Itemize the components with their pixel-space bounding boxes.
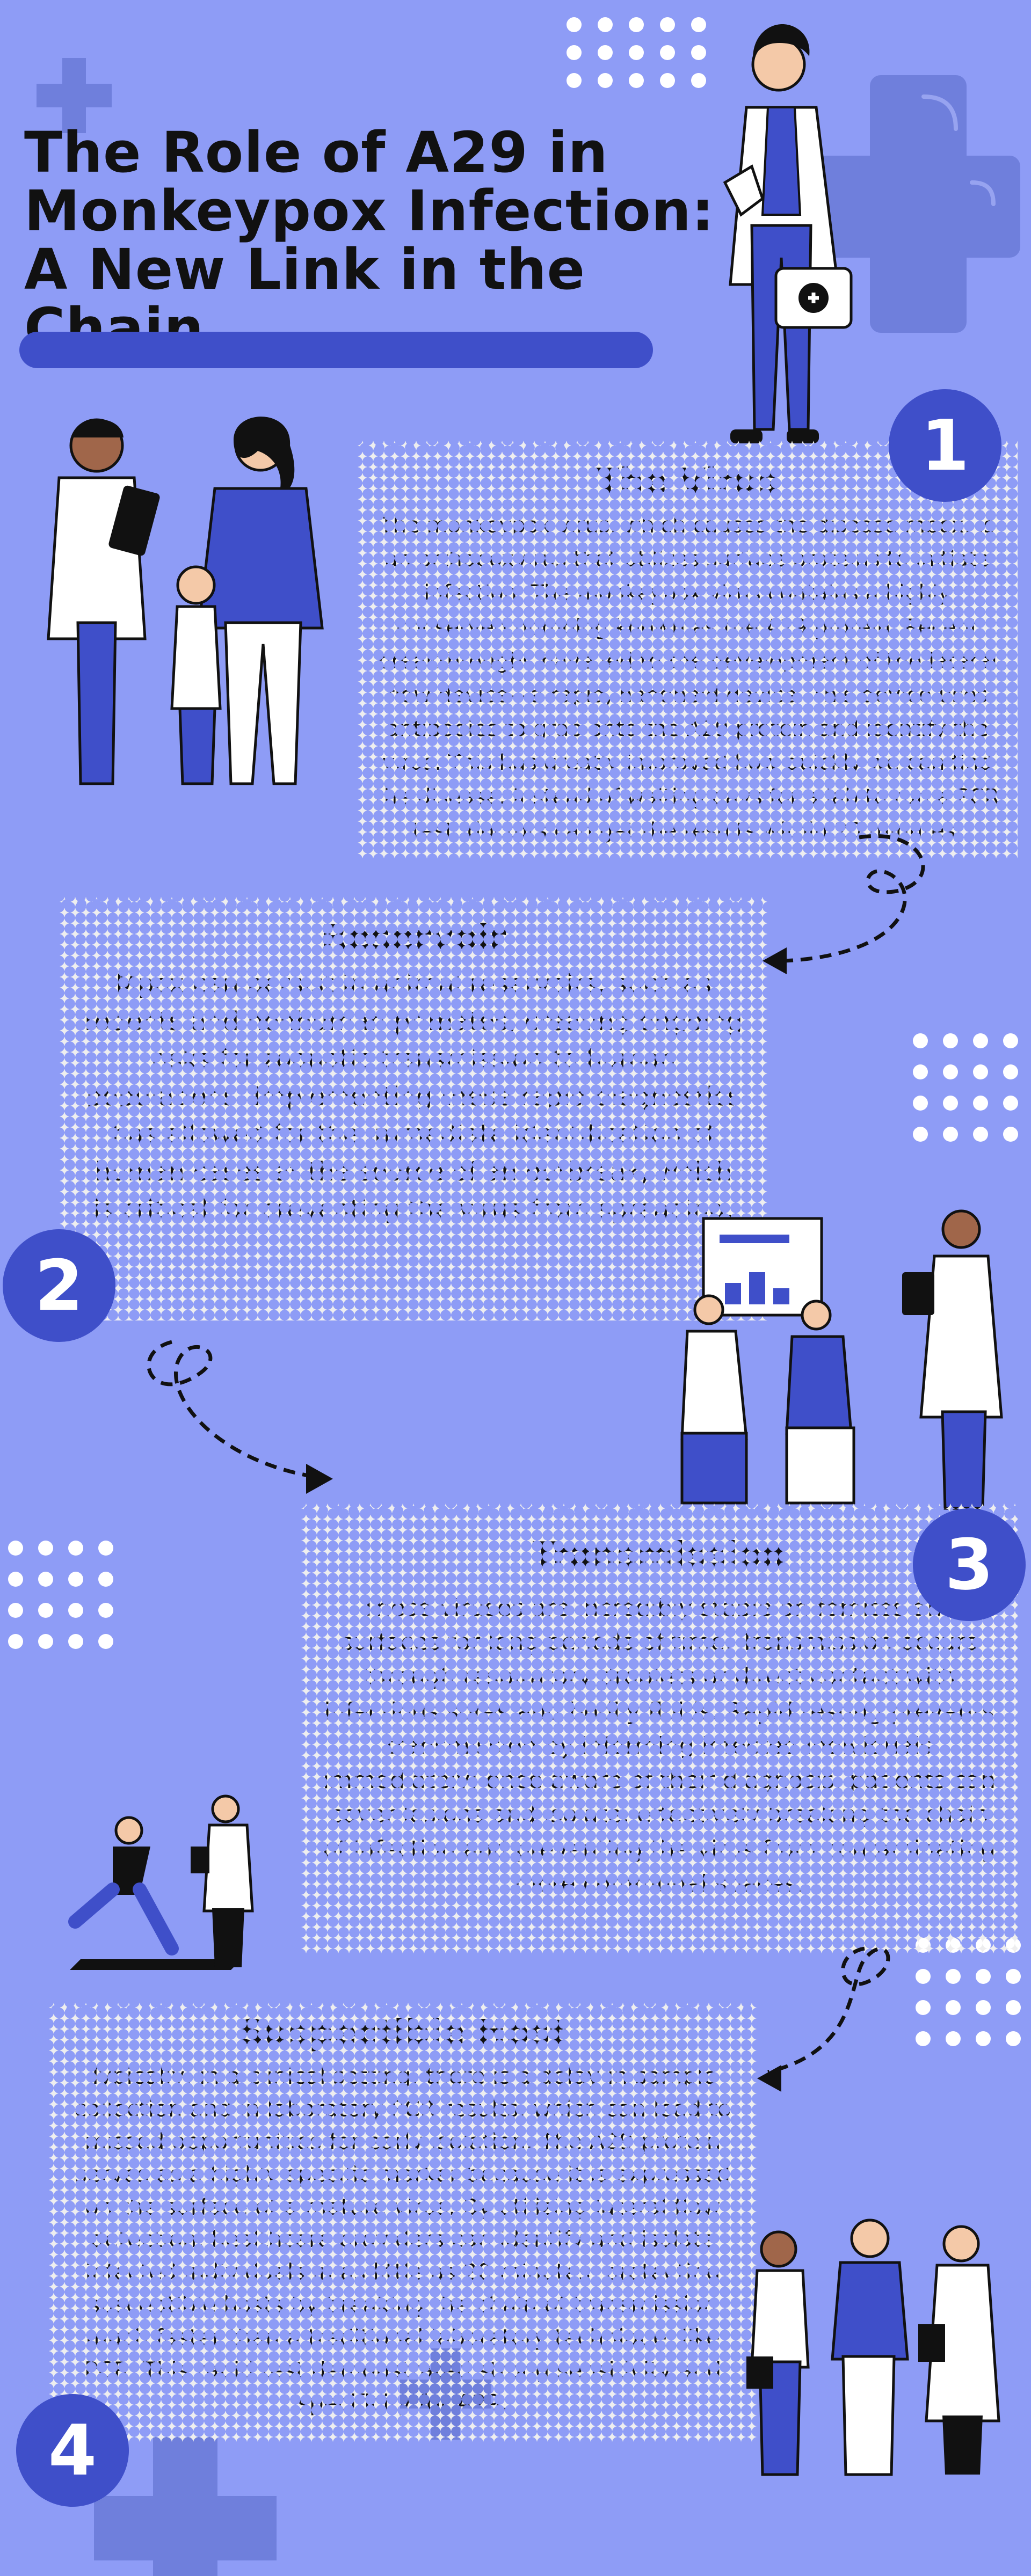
plus-cross-icon (37, 58, 112, 133)
dot-grid (567, 17, 706, 88)
dashed-arrow (763, 834, 925, 974)
dot-grid (916, 1938, 1021, 2046)
dot-grid (913, 1033, 1018, 1142)
section-number-badge: 4 (16, 2394, 129, 2507)
section-number-badge: 2 (3, 1229, 115, 1342)
seminar-illustration (680, 1209, 1003, 1510)
section-heading: The Virus (596, 462, 779, 501)
doctor-family-illustration (47, 417, 324, 785)
section-body: The monkeypox virus, which causes the di… (375, 513, 1000, 843)
large-cross-icon (816, 75, 1020, 333)
section-card-virus: The Virus The monkeypox virus, which cau… (357, 440, 1018, 859)
title-underline-bar (19, 332, 653, 368)
doctor-illustration (723, 24, 853, 443)
section-heading: Reservoir (321, 918, 506, 958)
dot-grid (8, 1541, 113, 1649)
section-number-badge: 3 (913, 1508, 1026, 1621)
section-card-reservoir: Reservoir Mpox can persist in animal res… (59, 896, 768, 1320)
page-title: The Role of A29 in Monkeypox Infection: … (24, 123, 722, 358)
section-body: Mpox can persist in animal reservoirs, s… (84, 969, 743, 1225)
large-cross-icon (94, 2437, 277, 2576)
section-heading: Suspectible Host (239, 2013, 567, 2053)
treadmill-illustration (68, 1794, 254, 1970)
dashed-arrow (757, 1946, 890, 2092)
title-line-3: A New Link in the Chain (24, 237, 586, 361)
section-number-badge: 1 (889, 389, 1001, 502)
dashed-arrow (147, 1340, 333, 1494)
section-card-susceptible-host: Suspectible Host Typically, in a clinica… (48, 2002, 757, 2442)
section-heading: Transmission (532, 1535, 786, 1575)
title-line-1: The Role of A29 in (24, 120, 608, 185)
section-body: Typically, in a clinical setting, there … (74, 2063, 731, 2416)
title-line-2: Monkeypox Infection: (24, 178, 715, 244)
section-card-transmission: Transmission These viruses are incredibl… (301, 1503, 1018, 1954)
healthcare-team-illustration (746, 2219, 1000, 2476)
section-body: These viruses are incredibly stable on f… (322, 1594, 996, 1898)
